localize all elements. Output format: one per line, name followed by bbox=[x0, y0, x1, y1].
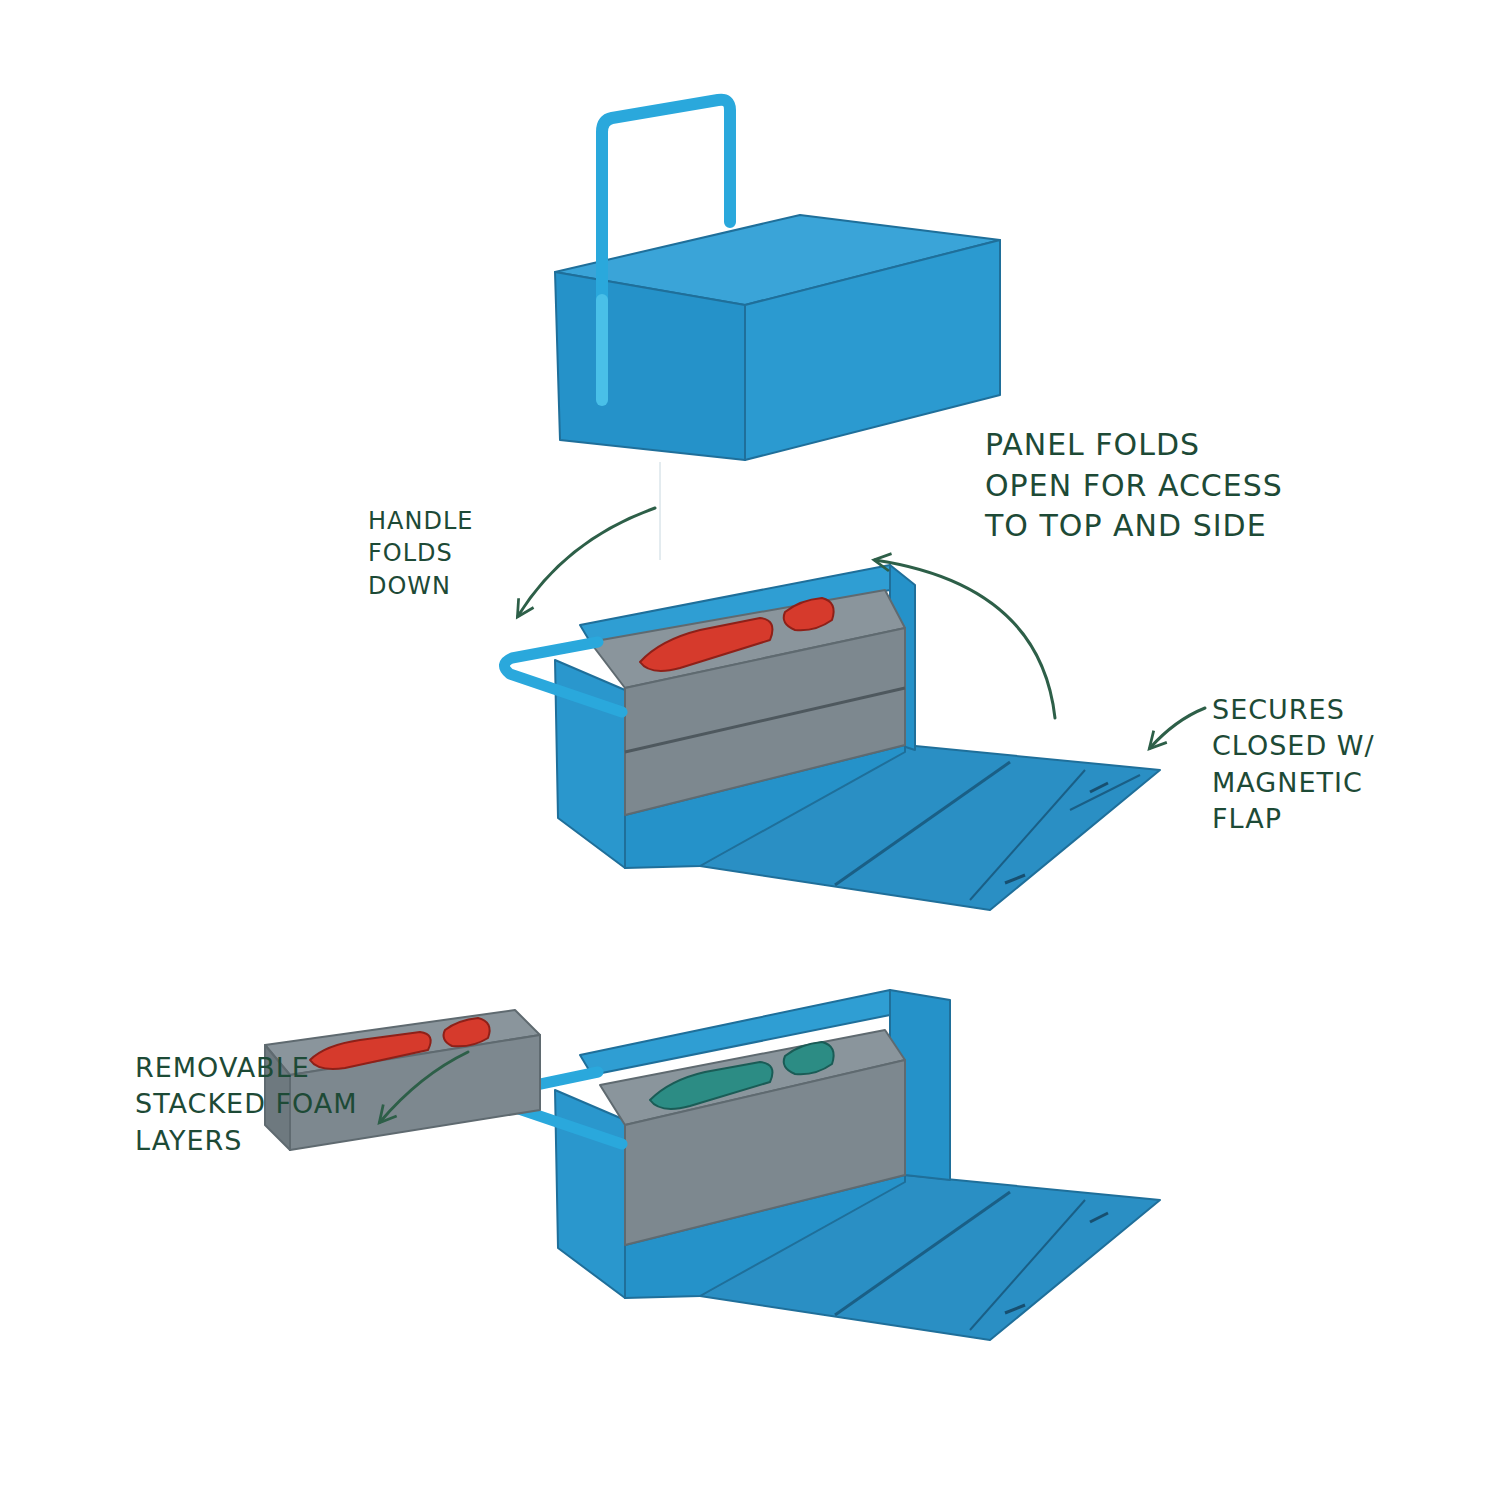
leader-arrow bbox=[518, 508, 655, 616]
leader-arrow bbox=[875, 560, 1055, 718]
annotation-note: SECURES CLOSED W/ MAGNETIC FLAP bbox=[1212, 692, 1442, 838]
open-case-foam-removed bbox=[504, 990, 1160, 1340]
closed-case bbox=[555, 100, 1000, 460]
leader-arrow bbox=[380, 1052, 468, 1122]
annotation-note: PANEL FOLDS OPEN FOR ACCESS TO TOP AND S… bbox=[985, 425, 1285, 547]
guide-line bbox=[660, 462, 661, 560]
leader-arrow bbox=[1150, 708, 1205, 748]
annotation-note: HANDLE FOLDS DOWN bbox=[368, 505, 518, 602]
annotation-note: REMOVABLE STACKED FOAM LAYERS bbox=[135, 1050, 375, 1159]
open-case bbox=[504, 565, 1160, 910]
